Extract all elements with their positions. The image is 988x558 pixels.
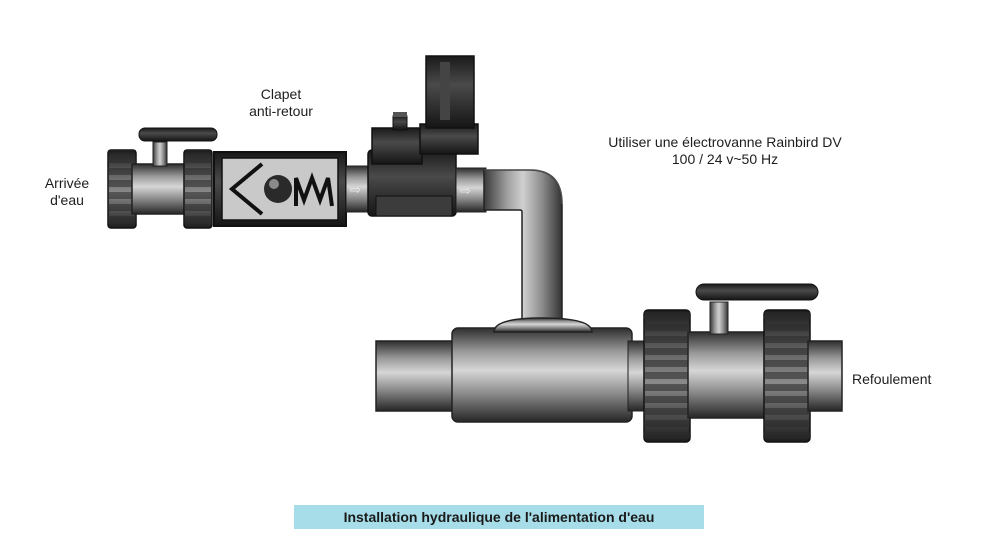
solenoid-valve xyxy=(367,55,479,217)
figure-caption: Installation hydraulique de l'alimentati… xyxy=(294,505,704,529)
connector-pipe xyxy=(345,165,371,213)
outlet-ball-valve xyxy=(643,283,843,443)
check-valve-label: Clapet anti-retour xyxy=(226,86,336,120)
flow-arrow-icon: ⇨ xyxy=(350,182,361,197)
flow-arrow-icon: ⇨ xyxy=(460,183,471,198)
solenoid-label-line1: Utiliser une électrovanne Rainbird DV xyxy=(608,134,842,150)
outlet-label: Refoulement xyxy=(852,371,932,387)
elbow-pipe: ⇨ xyxy=(455,167,563,331)
main-pipe xyxy=(375,317,651,423)
inlet-label: Arrivée d'eau xyxy=(30,175,104,209)
inlet-label-line2: d'eau xyxy=(50,192,84,208)
check-valve xyxy=(213,151,347,227)
inlet-ball-valve xyxy=(107,127,218,229)
check-valve-label-line2: anti-retour xyxy=(249,103,313,119)
inlet-label-line1: Arrivée xyxy=(44,175,90,191)
check-valve-label-line1: Clapet xyxy=(260,86,302,102)
solenoid-label-line2: 100 / 24 v~50 Hz xyxy=(671,151,779,167)
solenoid-label: Utiliser une électrovanne Rainbird DV 10… xyxy=(560,134,890,168)
